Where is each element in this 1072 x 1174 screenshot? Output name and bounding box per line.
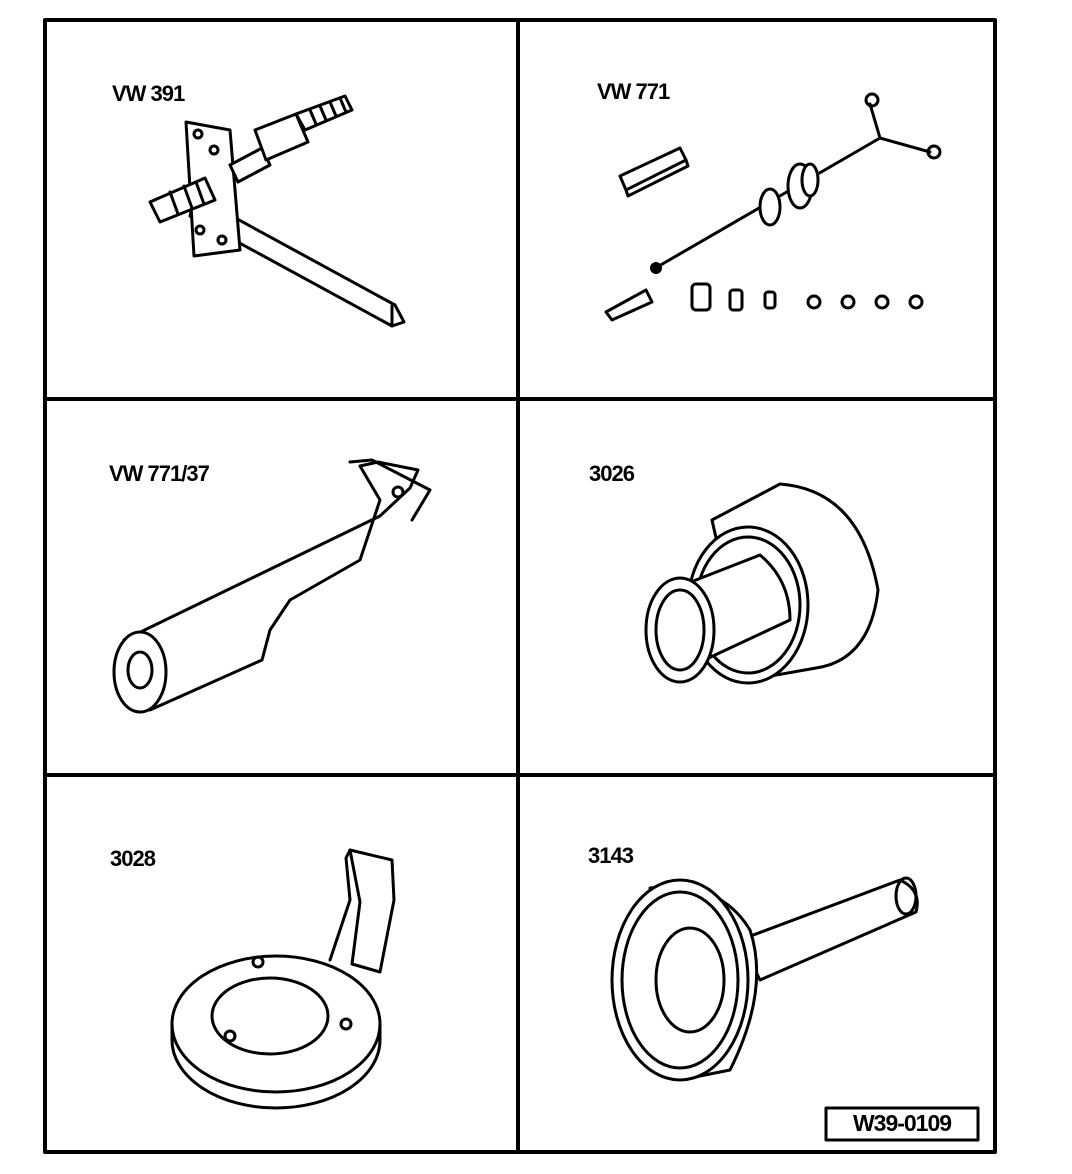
tool-label: 3028 <box>110 846 156 871</box>
tool-cell-3143: 3143 <box>588 843 919 1082</box>
stepped-drift-icon <box>644 482 880 685</box>
seal-installer-icon <box>610 876 919 1082</box>
tool-label: VW 771 <box>597 79 670 104</box>
grid-frame <box>43 18 997 1154</box>
tool-cell-vw771-37: VW 771/37 <box>109 458 432 714</box>
reference-number-box: W39-0109 <box>824 1106 980 1142</box>
tool-cell-vw771: VW 771 <box>597 79 942 322</box>
hook-puller-icon <box>112 458 432 714</box>
threaded-spindle-tool-icon <box>148 94 406 328</box>
tool-label: VW 391 <box>112 81 185 106</box>
tool-cell-3028: 3028 <box>110 846 396 1110</box>
tool-cell-3026: 3026 <box>589 461 880 685</box>
slide-hammer-set-icon <box>604 92 942 322</box>
ring-fixture-icon <box>170 848 396 1110</box>
tool-label: 3143 <box>588 843 634 868</box>
tool-label: VW 771/37 <box>109 461 210 486</box>
reference-number: W39-0109 <box>853 1110 951 1136</box>
tool-cell-vw391: VW 391 <box>112 81 406 328</box>
tool-label: 3026 <box>589 461 635 486</box>
